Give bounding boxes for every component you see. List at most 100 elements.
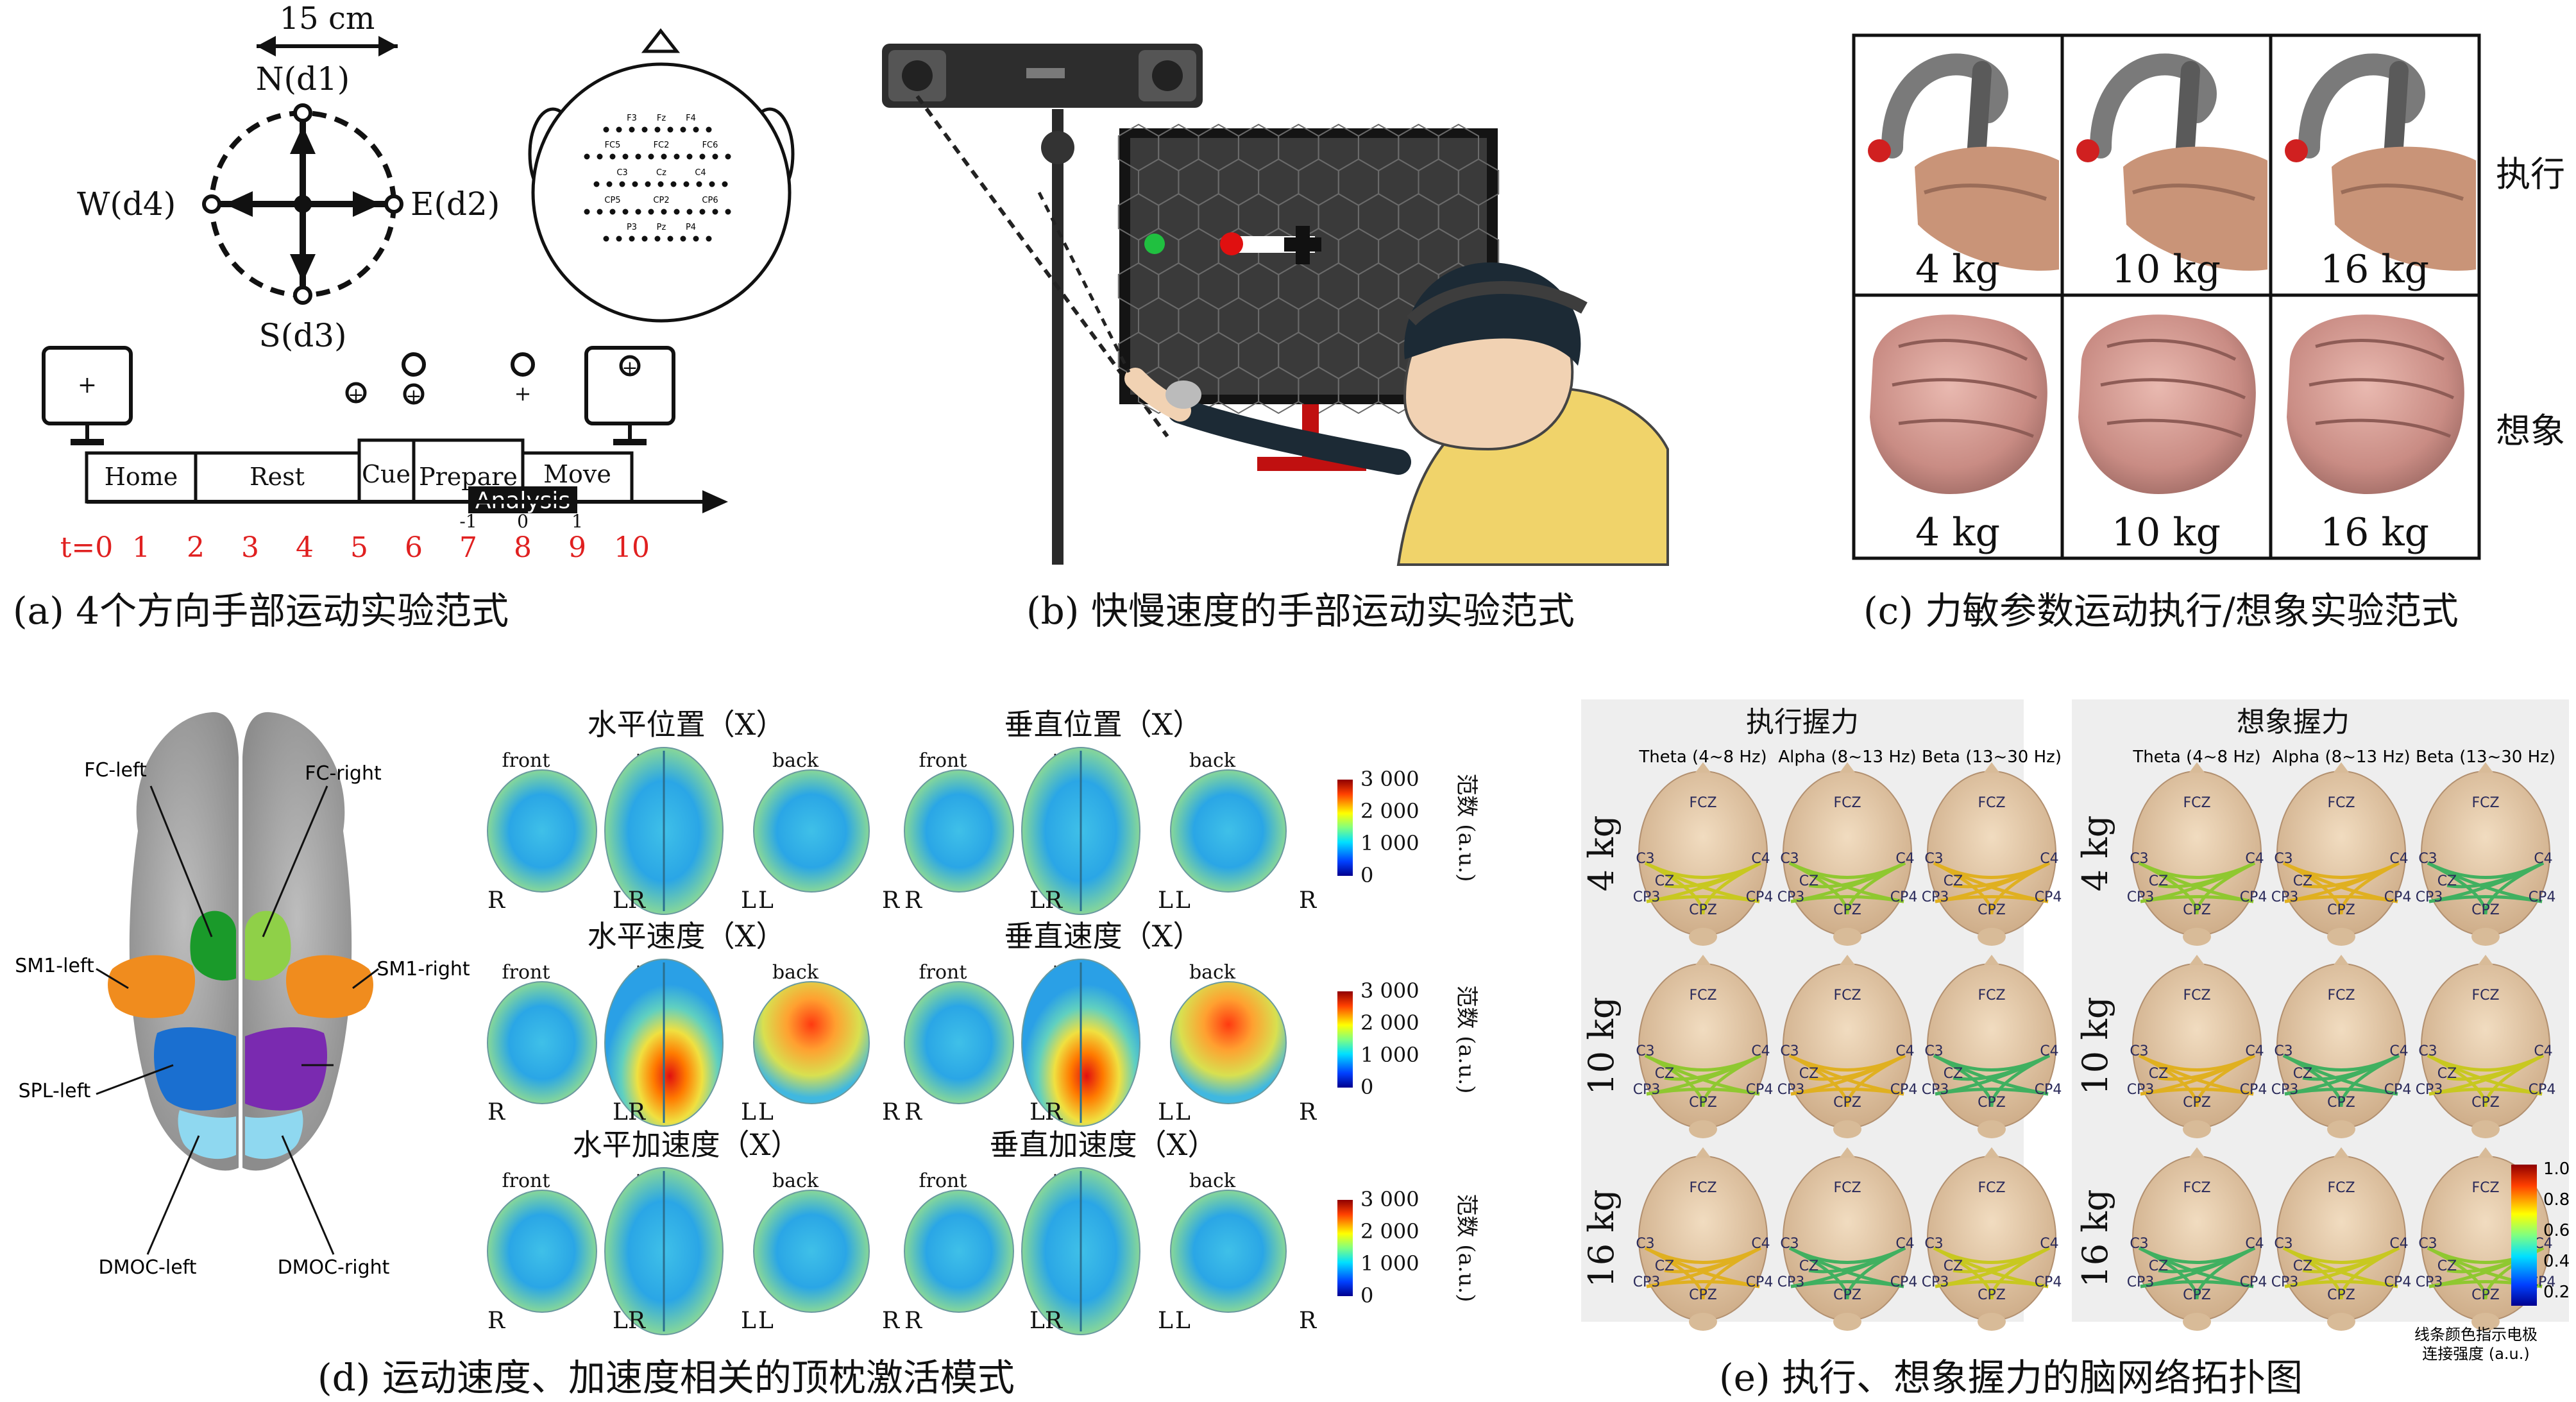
net-electrode-label: CZ bbox=[1799, 873, 1818, 889]
dir-e-label: E(d2) bbox=[411, 185, 500, 223]
electrode-label: FC6 bbox=[702, 141, 718, 150]
electrode-dot bbox=[674, 209, 680, 215]
network-connection bbox=[1990, 1246, 2051, 1300]
network-connection bbox=[2339, 1246, 2400, 1300]
net-electrode-label: CPZ bbox=[1978, 1287, 2006, 1303]
electrode-dot bbox=[670, 181, 677, 187]
side-label: LR bbox=[613, 1099, 646, 1125]
network-connection bbox=[1701, 1054, 1762, 1107]
network-connection bbox=[1845, 1054, 1906, 1107]
brain-back-view bbox=[753, 981, 870, 1104]
map-title: 垂直加速度（X） bbox=[990, 1127, 1217, 1162]
view-label: back bbox=[1189, 749, 1236, 772]
electrode-dot bbox=[712, 209, 718, 215]
view-label: back bbox=[772, 749, 819, 772]
net-electrode-label: CPZ bbox=[2183, 1287, 2211, 1303]
weight-label-exec: 10 kg bbox=[2112, 247, 2221, 292]
net-electrode-label: CZ bbox=[1655, 873, 1674, 889]
net-electrode-label: CP4 bbox=[2384, 1274, 2412, 1290]
side-label: R bbox=[487, 887, 505, 914]
side-label: L bbox=[758, 1308, 774, 1334]
brain-back-view bbox=[1170, 1190, 1287, 1313]
row-label-imag: 想象 bbox=[2496, 411, 2565, 451]
net-electrode-label: CP4 bbox=[1890, 1274, 1918, 1290]
side-label: L bbox=[1175, 887, 1191, 914]
electrode-label: FC2 bbox=[654, 141, 670, 150]
net-electrode-label: FCZ bbox=[1833, 1180, 1861, 1196]
side-label: LR bbox=[1030, 887, 1063, 914]
target-green-dot bbox=[1144, 234, 1165, 254]
net-electrode-label: FCZ bbox=[2183, 795, 2210, 811]
electrode-dot bbox=[725, 209, 731, 215]
view-label: front bbox=[502, 749, 550, 772]
net-electrode-label: CP3 bbox=[2271, 1082, 2299, 1098]
net-electrode-label: CZ bbox=[2293, 873, 2312, 889]
net-electrode-label: CP3 bbox=[1922, 1274, 1949, 1290]
side-label: L bbox=[1175, 1099, 1191, 1125]
side-label: L bbox=[1175, 1308, 1191, 1334]
electrode-dot bbox=[584, 153, 590, 160]
electrode-dot bbox=[654, 126, 661, 133]
net-electrode-label: C4 bbox=[2534, 1043, 2552, 1059]
electrode-dot bbox=[674, 153, 680, 160]
region-spl-left bbox=[154, 1027, 236, 1111]
network-connection bbox=[1935, 1280, 2049, 1288]
weight-label-exec: 16 kg bbox=[2320, 247, 2429, 292]
net-electrode-label: CPZ bbox=[1689, 1287, 1717, 1303]
row-label-exec: 执行 bbox=[2496, 154, 2565, 194]
net-electrode-label: CP4 bbox=[2384, 1082, 2412, 1098]
electrode-dot bbox=[632, 181, 638, 187]
svg-text:+: + bbox=[405, 385, 421, 407]
net-electrode-label: CP3 bbox=[1633, 889, 1661, 905]
network-connection bbox=[1701, 1246, 1762, 1300]
net-electrode-label: C4 bbox=[2389, 1043, 2408, 1059]
net-electrode-label: C4 bbox=[2534, 1236, 2552, 1252]
network-connection bbox=[2339, 1054, 2400, 1107]
net-electrode-label: C3 bbox=[1924, 1236, 1943, 1252]
net-electrode-label: FCZ bbox=[2327, 1180, 2355, 1196]
map-title: 水平速度（X） bbox=[588, 919, 786, 953]
electrode-dot bbox=[609, 153, 616, 160]
offset-minus1: -1 bbox=[459, 511, 477, 532]
label-fc-right: FC-right bbox=[305, 762, 382, 785]
net-electrode-label: CPZ bbox=[2471, 1287, 2500, 1303]
electrode-dot bbox=[709, 181, 715, 187]
side-label: L bbox=[1158, 1308, 1173, 1334]
region-sm1-right bbox=[285, 955, 373, 1018]
region-spl-right bbox=[245, 1027, 327, 1111]
net-electrode-label: C4 bbox=[2040, 851, 2058, 867]
phase-move: Move bbox=[543, 460, 611, 488]
electrode-dot bbox=[606, 181, 613, 187]
time-tick: 1 bbox=[132, 531, 150, 564]
time-tick: 6 bbox=[405, 531, 423, 564]
cbar-label: 范数 (a.u.) bbox=[1453, 1193, 1479, 1302]
electrode-dot bbox=[654, 235, 661, 242]
phase-cue: Cue bbox=[362, 460, 411, 488]
electrode-label: CP6 bbox=[702, 196, 718, 205]
cbar-tick: 2 000 bbox=[1360, 799, 1419, 823]
side-label: R bbox=[882, 1099, 900, 1125]
net-electrode-label: CZ bbox=[2293, 1258, 2312, 1274]
net-electrode-label: CPZ bbox=[2183, 902, 2211, 918]
net-electrode-label: CP3 bbox=[1633, 1082, 1661, 1098]
side-label: LR bbox=[1030, 1308, 1063, 1334]
region-dmoc-left bbox=[178, 1110, 236, 1159]
electrode-label: C4 bbox=[695, 168, 706, 178]
camera-tripod bbox=[1052, 109, 1063, 565]
label-dmoc-left: DMOC-left bbox=[99, 1256, 197, 1279]
electrode-dot bbox=[648, 153, 654, 160]
electrode-dot bbox=[616, 126, 622, 133]
map-title: 水平位置（X） bbox=[588, 707, 786, 742]
label-sm1-left: SM1-left bbox=[15, 955, 94, 977]
panel-e: 执行握力 想象握力 Theta (4~8 Hz)Alpha (8~13 Hz)B… bbox=[1581, 699, 2570, 1363]
net-electrode-label: C4 bbox=[2245, 851, 2264, 867]
net-electrode-label: CP3 bbox=[2271, 1274, 2299, 1290]
net-electrode-label: CP3 bbox=[2271, 889, 2299, 905]
network-connection bbox=[2284, 1088, 2398, 1096]
